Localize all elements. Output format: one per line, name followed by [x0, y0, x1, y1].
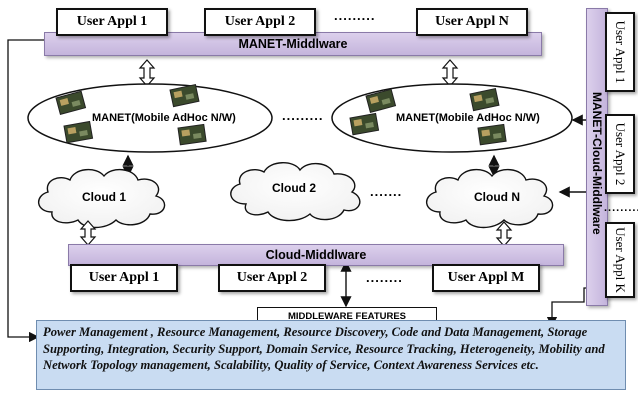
cloud-middleware-bar: Cloud-Middlware [68, 244, 564, 266]
cloud-shape-1 [38, 169, 166, 229]
top-user-appl-n-label: User Appl N [435, 14, 509, 29]
cloud-label-2: Cloud 2 [272, 181, 316, 195]
manet-middleware-label: MANET-Middlware [238, 37, 348, 51]
top-apps-ellipsis: ......... [334, 8, 376, 23]
bottom-user-appl-1: User Appl 1 [70, 264, 178, 292]
device-icon [55, 90, 87, 116]
top-user-appl-n: User Appl N [416, 8, 528, 36]
double-arrow-cloud-right [495, 221, 513, 247]
cloud-shape-n [426, 169, 554, 229]
bottom-apps-ellipsis: ........ [366, 270, 403, 285]
manet-middleware-bar: MANET-Middlware [44, 32, 542, 56]
top-user-appl-2: User Appl 2 [204, 8, 316, 36]
middleware-features-description: Power Management , Resource Management, … [43, 325, 605, 372]
bottom-user-appl-m: User Appl M [432, 264, 540, 292]
bottom-user-appl-2-label: User Appl 2 [236, 270, 308, 285]
cloud-shape-2 [230, 162, 361, 222]
right-user-appl-1-box [605, 12, 635, 92]
manet-label-2: MANET(Mobile AdHoc N/W) [396, 112, 540, 124]
cloud-label-1: Cloud 1 [82, 190, 126, 204]
top-user-appl-1-label: User Appl 1 [76, 14, 148, 29]
double-arrow-left [138, 59, 156, 87]
right-user-appl-k-label: User Appl K [613, 227, 628, 293]
manet-cloud-middleware-label: MANET-Cloud-Middlware [590, 92, 604, 235]
device-icon [477, 123, 507, 146]
cloud-label-n: Cloud N [474, 190, 520, 204]
bottom-user-appl-1-label: User Appl 1 [88, 270, 160, 285]
device-icon [365, 88, 397, 114]
right-apps-ellipsis: ......... [604, 202, 638, 214]
bottom-user-appl-2: User Appl 2 [218, 264, 326, 292]
right-user-appl-1-label: User Appl 1 [613, 20, 628, 84]
cloud-ellipsis: ....... [370, 184, 403, 199]
right-user-appl-k-box [605, 222, 635, 298]
device-icon [349, 112, 380, 136]
right-user-appl-2-box [605, 114, 635, 194]
top-user-appl-1: User Appl 1 [56, 8, 168, 36]
cloud-middleware-label: Cloud-Middlware [265, 248, 367, 262]
manet-ellipsis: ......... [282, 108, 324, 123]
device-icon [63, 120, 94, 144]
device-icon [177, 123, 207, 146]
bottom-user-appl-m-label: User Appl M [447, 270, 525, 285]
manet-label-1: MANET(Mobile AdHoc N/W) [92, 112, 236, 124]
middleware-features-text-label: MIDDLEWARE FEATURES [287, 310, 407, 322]
middleware-features-box: Power Management , Resource Management, … [36, 320, 626, 390]
device-icon [469, 88, 500, 112]
left-connector [7, 34, 64, 343]
device-icon [169, 84, 200, 108]
double-arrow-right [441, 59, 459, 87]
top-user-appl-2-label: User Appl 2 [224, 14, 296, 29]
right-user-appl-2-label: User Appl 2 [613, 122, 628, 186]
